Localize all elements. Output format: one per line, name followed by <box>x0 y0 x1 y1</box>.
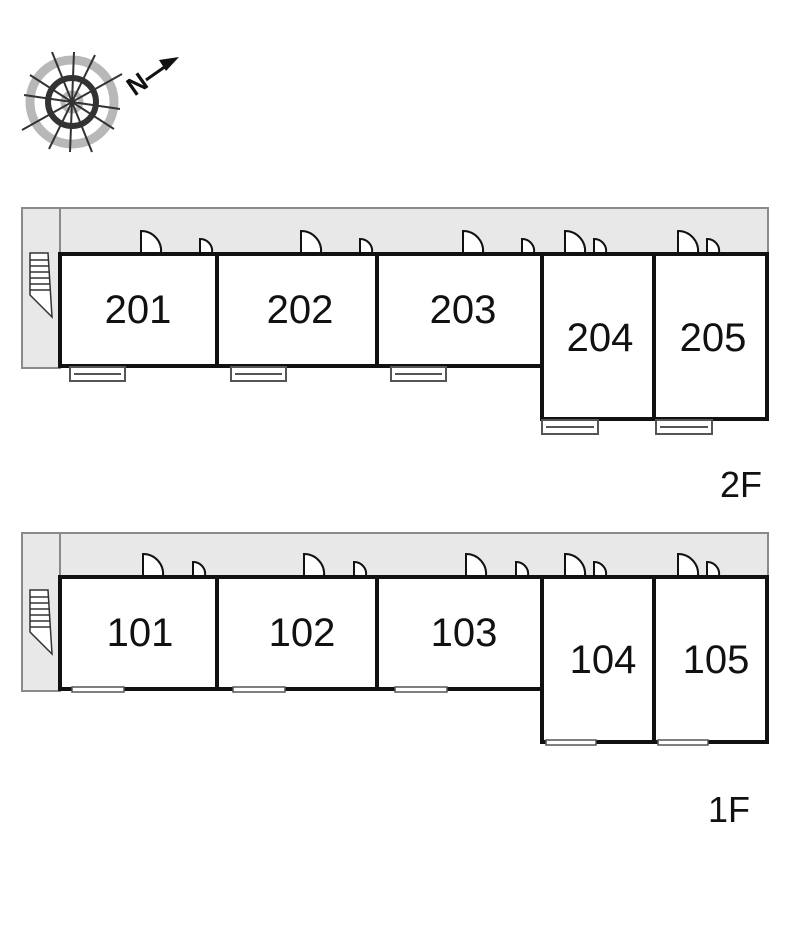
room-label-204: 204 <box>567 316 634 360</box>
room-203-box[interactable] <box>375 252 544 368</box>
doors-2f <box>140 229 721 254</box>
room-label-103: 103 <box>431 611 498 655</box>
staircase-2f <box>29 252 53 319</box>
room-label-104: 104 <box>570 638 637 682</box>
room-label-205: 205 <box>680 316 747 360</box>
room-label-203: 203 <box>430 288 497 332</box>
floor-label-1f: 1F <box>708 789 750 830</box>
floor-1f: 101 102 103 104 105 1F <box>21 532 769 830</box>
windows-1f <box>71 686 709 746</box>
room-label-201: 201 <box>105 288 172 332</box>
doors-1f <box>142 552 721 577</box>
room-202-box[interactable] <box>215 252 379 368</box>
room-label-105: 105 <box>683 638 750 682</box>
room-105-box[interactable] <box>652 575 769 744</box>
corridor-2f <box>21 207 769 255</box>
room-label-101: 101 <box>107 611 174 655</box>
corridor-1f <box>21 532 769 578</box>
room-103-box[interactable] <box>375 575 544 691</box>
room-label-202: 202 <box>267 288 334 332</box>
room-201-box[interactable] <box>58 252 219 368</box>
room-label-102: 102 <box>269 611 336 655</box>
room-101-box[interactable] <box>58 575 219 691</box>
staircase-1f <box>29 589 53 656</box>
compass-rose-icon: N <box>21 51 179 153</box>
north-letter: N <box>121 66 154 101</box>
balconies-2f <box>69 366 713 435</box>
floor-label-2f: 2F <box>720 464 762 505</box>
floor-2f: 201 202 203 204 205 2F <box>21 207 769 505</box>
